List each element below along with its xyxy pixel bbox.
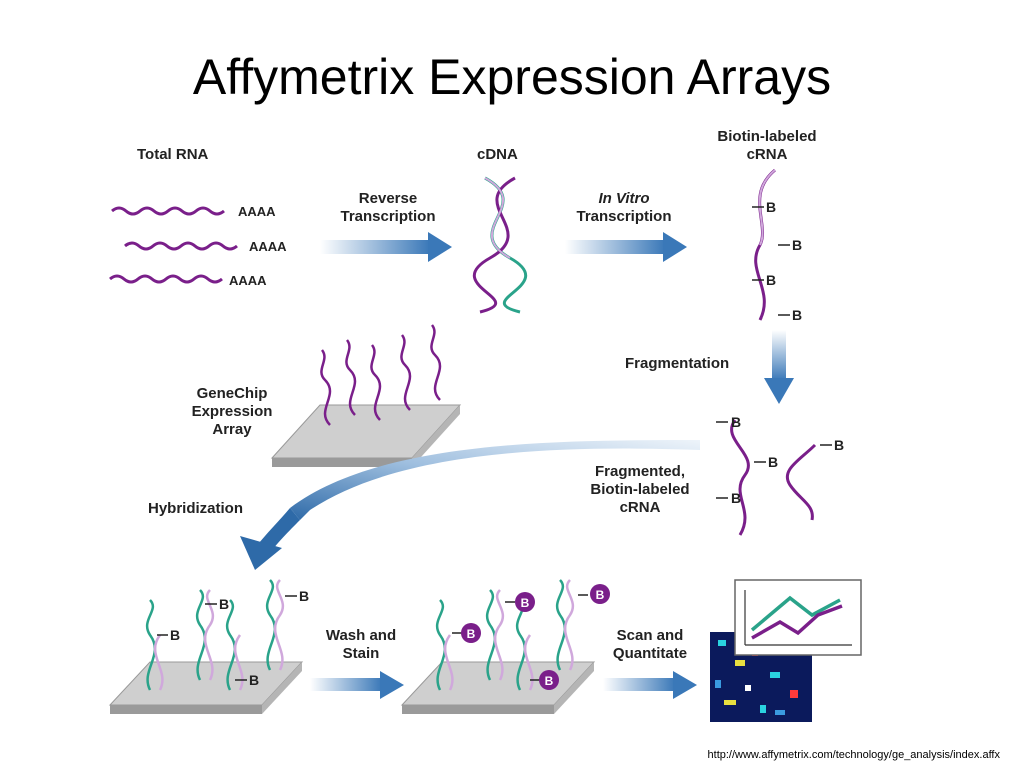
label-fragmented-1: Fragmented,: [595, 463, 685, 480]
source-url: http://www.affymetrix.com/technology/ge_…: [707, 749, 1000, 761]
biotin-labels-fragments: [716, 421, 832, 499]
label-fragmented-3: cRNA: [620, 499, 661, 516]
hybridized-array: [108, 579, 304, 714]
biotin-frag-2: B: [768, 454, 778, 470]
stain-circle-1: [461, 623, 481, 643]
genechip-array: [270, 324, 462, 467]
biotin-b-4: B: [792, 307, 802, 323]
reverse-transcription-arrow: [320, 232, 452, 262]
stain-b-1: B: [467, 627, 476, 641]
label-in-vitro-transcription: Transcription: [576, 208, 671, 225]
label-reverse-transcription-2: Transcription: [340, 208, 435, 225]
biotin-b-3: B: [766, 272, 776, 288]
biotin-b-1: B: [766, 199, 776, 215]
label-genechip-3: Array: [212, 421, 252, 438]
biotin-labels-crna: [752, 206, 790, 316]
label-total-rna: Total RNA: [137, 146, 209, 163]
poly-a-tail-2: AAAA: [249, 239, 287, 254]
label-biotin-crna-2: cRNA: [747, 146, 788, 163]
slide-title: Affymetrix Expression Arrays: [192, 49, 832, 105]
quant-series-purple: [751, 604, 843, 640]
label-wash-stain-2: Stain: [343, 645, 380, 662]
label-hybridization: Hybridization: [148, 500, 243, 517]
mrna-strands: [109, 206, 238, 284]
label-genechip-2: Expression: [192, 403, 273, 420]
streptavidin-stain-labels: [452, 584, 610, 690]
biotin-b-2: B: [792, 237, 802, 253]
label-cdna: cDNA: [477, 146, 518, 163]
biotin-crna-strand: [754, 168, 776, 321]
wash-stain-arrow: [310, 671, 404, 699]
stain-circle-4: [590, 584, 610, 604]
biotin-frag-3: B: [834, 437, 844, 453]
label-in-vitro: In Vitro: [598, 190, 649, 207]
in-vitro-transcription-arrow: [565, 232, 687, 262]
quantitation-plot: [734, 579, 862, 656]
label-fragmented-2: Biotin-labeled: [590, 481, 689, 498]
stain-circle-2: [515, 592, 535, 612]
biotin-hyb-3: B: [249, 672, 259, 688]
biotin-frag-1: B: [731, 414, 741, 430]
biotin-hyb-1: B: [170, 627, 180, 643]
label-reverse-transcription-1: Reverse: [359, 190, 417, 207]
stain-b-2: B: [521, 596, 530, 610]
label-fragmentation: Fragmentation: [625, 355, 729, 372]
stain-b-3: B: [545, 674, 554, 688]
poly-a-tail-3: AAAA: [229, 273, 267, 288]
biotin-hyb-4: B: [299, 588, 309, 604]
label-wash-stain-1: Wash and: [326, 627, 396, 644]
poly-a-tail-1: AAAA: [238, 204, 276, 219]
stain-circle-3: [539, 670, 559, 690]
biotin-frag-4: B: [731, 490, 741, 506]
stain-b-4: B: [596, 588, 605, 602]
label-genechip-1: GeneChip: [197, 385, 268, 402]
fragmentation-arrow: [764, 330, 794, 404]
quant-series-teal: [750, 595, 841, 632]
label-scan-2: Quantitate: [613, 645, 687, 662]
scan-quantitate-arrow: [603, 671, 697, 699]
fragmented-crna: [730, 419, 817, 536]
label-biotin-crna-1: Biotin-labeled: [717, 128, 816, 145]
biotin-labels-hybridized: [157, 595, 297, 681]
cdna-double-helix: [473, 176, 527, 314]
biotin-hyb-2: B: [219, 596, 229, 612]
label-scan-1: Scan and: [617, 627, 684, 644]
stained-array: [400, 579, 596, 714]
hybridization-arrow: [240, 440, 700, 570]
